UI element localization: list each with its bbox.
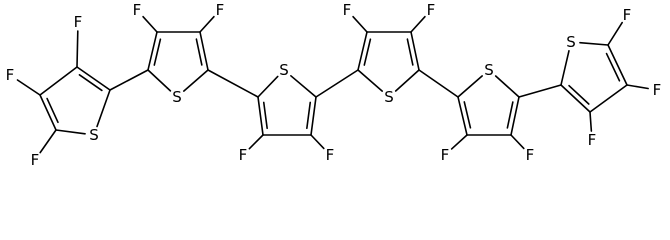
ring-6-bond-c-f-2 <box>626 84 649 90</box>
fluorine-atom-label-2b: F <box>133 1 142 19</box>
ring-4-bond-ca-cb <box>357 31 368 71</box>
ring-3-bond-cc-cd <box>310 96 317 136</box>
sulfur-atom-label-6: S <box>566 33 576 51</box>
ring-2-bond-cd-s <box>182 69 209 92</box>
ring-2-double-bond-ca-cb <box>153 38 162 66</box>
ring-4-double-bond-ca-cb <box>363 38 372 66</box>
fluorine-atom-label-4b: F <box>343 1 352 19</box>
ring-3-bond-c-f-2 <box>310 134 325 150</box>
ring-6-bond-ca-cb <box>560 84 591 113</box>
ring-1-bond-cd-s <box>55 129 86 135</box>
ring-1-bond-c-f-3 <box>39 129 57 154</box>
ring-3-bond-ca-cb <box>257 96 264 136</box>
ring-6-bond-cc-cd <box>607 44 628 86</box>
ring-5-bond-cd-s <box>494 75 520 98</box>
sulfur-atom-label-4: S <box>384 88 394 106</box>
ring-4-bond-cd-s <box>394 69 420 92</box>
ring-3-double-bond-ca-cb <box>262 101 268 130</box>
ring-2-bond-s-ca <box>147 69 172 92</box>
ring-2-bond-c-f-2 <box>199 15 215 33</box>
ring-6-bond-c-f-1 <box>589 111 593 132</box>
ring-6-double-bond-ca-cb <box>568 84 590 105</box>
fluorine-atom-label-3c: F <box>326 146 335 164</box>
ring-1-bond-cc-cd <box>39 94 57 131</box>
fluorine-atom-label-6c: F <box>653 81 662 99</box>
ring-5-bond-c-f-2 <box>510 134 525 150</box>
ring-1-double-bond-ca-cb <box>78 73 103 92</box>
ring-5-double-bond-ca-cb <box>463 101 472 129</box>
ring-3-bond-cd-s <box>290 75 317 98</box>
ring-1-bond-c-f-2 <box>16 79 41 96</box>
sulfur-atom-label-5: S <box>484 61 494 79</box>
fluorine-atom-label-1d: F <box>31 151 40 169</box>
ring-1-bond-ca-cb <box>76 66 111 91</box>
inter-ring-bond-3 <box>315 69 359 98</box>
inter-ring-bond-5 <box>518 84 562 98</box>
bond-layer <box>16 15 649 154</box>
fluorine-atom-label-5b: F <box>441 146 450 164</box>
inter-ring-bond-4 <box>418 69 459 98</box>
ring-5-bond-cc-cd <box>510 96 520 136</box>
sexithiophene-structure: S F F F S F F S F F S F F S F F S F F F <box>6 1 662 169</box>
ring-1-bond-cb-cc <box>39 66 78 96</box>
ring-3-bond-c-f-1 <box>248 134 264 150</box>
ring-2-bond-ca-cb <box>147 31 158 71</box>
fluorine-atom-label-5c: F <box>526 146 535 164</box>
fluorine-atom-label-2c: F <box>216 1 225 19</box>
ring-4-bond-c-f-2 <box>410 15 426 33</box>
ring-4-bond-cc-cd <box>410 31 420 71</box>
fluorine-atom-label-3b: F <box>239 146 248 164</box>
ring-4-bond-s-ca <box>357 69 384 92</box>
fluorine-atom-label-6b: F <box>588 131 597 149</box>
ring-6-bond-s-ca <box>560 49 570 86</box>
ring-2-double-bond-cc-cd <box>195 38 203 66</box>
fluorine-atom-label-1c: F <box>6 66 15 84</box>
fluorine-atom-label-4c: F <box>427 1 436 19</box>
fluorine-atom-label-1b: F <box>74 13 83 31</box>
ring-5-bond-ca-cb <box>457 96 468 136</box>
sulfur-atom-label-3: S <box>279 61 289 79</box>
ring-6-bond-cd-s <box>579 41 609 46</box>
ring-6-bond-cb-cc <box>589 84 628 113</box>
ring-3-bond-s-ca <box>257 75 279 98</box>
fluorine-atom-label-6d: F <box>623 6 632 24</box>
atom-label-layer: S F F F S F F S F F S F F S F F S F F F <box>6 1 662 169</box>
ring-5-bond-c-f-1 <box>450 134 468 150</box>
ring-3-double-bond-cc-cd <box>306 101 312 130</box>
ring-6-double-bond-cc-cd <box>605 52 621 82</box>
ring-1-double-bond-cc-cd <box>46 97 59 124</box>
ring-5-bond-s-ca <box>457 75 484 98</box>
ring-4-double-bond-cc-cd <box>406 38 414 66</box>
ring-4-bond-c-f-1 <box>352 15 368 33</box>
ring-6-bond-c-f-3 <box>607 21 623 46</box>
ring-2-bond-c-f-1 <box>142 15 158 33</box>
ring-1-bond-s-ca <box>96 89 111 128</box>
sulfur-atom-label-1: S <box>89 126 99 144</box>
inter-ring-bond-1 <box>109 69 149 91</box>
ring-5-double-bond-cc-cd <box>506 101 514 129</box>
sulfur-atom-label-2: S <box>172 88 182 106</box>
inter-ring-bond-2 <box>207 69 259 98</box>
ring-1-bond-c-f-1 <box>76 30 79 68</box>
ring-2-bond-cc-cd <box>199 31 209 71</box>
